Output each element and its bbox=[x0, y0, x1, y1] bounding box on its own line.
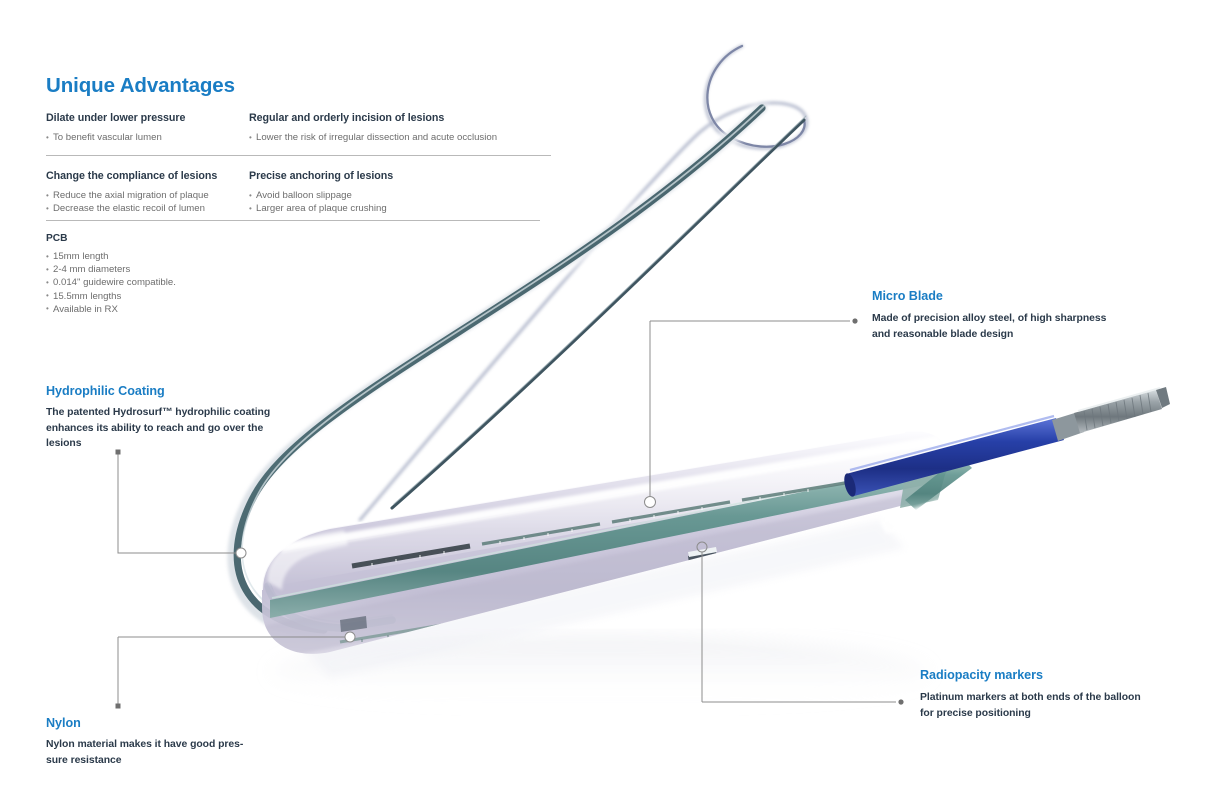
micro-blades-upper bbox=[351, 481, 846, 569]
advantage-heading: Dilate under lower pressure bbox=[46, 112, 186, 124]
advantage-item-1: Regular and orderly incision of lesions … bbox=[249, 112, 569, 144]
callout-body: Made of precision alloy steel, of high s… bbox=[872, 313, 1107, 340]
callout-hydrophilic-coating: Hydrophilic Coating The patented Hydrosu… bbox=[46, 384, 286, 452]
pcb-specs: PCB 15mm length 2-4 mm diameters 0.014" … bbox=[46, 233, 286, 316]
advantage-bullet: Reduce the axial migration of plaque bbox=[46, 188, 246, 202]
advantage-bullet: Avoid balloon slippage bbox=[249, 188, 569, 202]
micro-blade-ticks-upper bbox=[371, 489, 809, 566]
pcb-bullet: 15.5mm lengths bbox=[46, 289, 286, 303]
leader-micro-blade bbox=[644, 318, 858, 508]
callout-body: Nylon material makes it have good pres- … bbox=[46, 739, 244, 766]
callout-body: Platinum markers at both ends of the bal… bbox=[920, 692, 1141, 719]
advantage-bullet: Lower the risk of irregular dissection a… bbox=[249, 130, 569, 144]
micro-blade-ticks-lower bbox=[361, 587, 675, 642]
balloon bbox=[261, 431, 948, 654]
advantage-bullets: Avoid balloon slippage Larger area of pl… bbox=[249, 188, 569, 215]
advantage-item-3: Precise anchoring of lesions Avoid ballo… bbox=[249, 170, 569, 215]
pcb-heading: PCB bbox=[46, 233, 68, 244]
divider-2 bbox=[46, 220, 540, 221]
callout-nylon: Nylon Nylon material makes it have good … bbox=[46, 716, 296, 768]
advantage-item-2: Change the compliance of lesions Reduce … bbox=[46, 170, 246, 215]
micro-blades-lower bbox=[339, 580, 701, 644]
advantage-heading: Precise anchoring of lesions bbox=[249, 170, 394, 182]
leader-radiopacity bbox=[696, 541, 904, 705]
advantage-bullets: Lower the risk of irregular dissection a… bbox=[249, 130, 569, 144]
advantage-heading: Change the compliance of lesions bbox=[46, 170, 218, 182]
callout-title: Nylon bbox=[46, 716, 81, 730]
leader-nylon bbox=[115, 631, 356, 709]
pcb-bullet: 2-4 mm diameters bbox=[46, 263, 286, 276]
balloon-reflection bbox=[270, 520, 930, 708]
pcb-bullet: 15mm length bbox=[46, 249, 286, 263]
pcb-bullet: 0.014" guidewire compatible. bbox=[46, 276, 286, 289]
radiopaque-markers bbox=[340, 547, 718, 632]
advantage-bullets: Reduce the axial migration of plaque Dec… bbox=[46, 188, 246, 215]
proximal-assembly bbox=[844, 387, 1170, 534]
advantage-bullets: To benefit vascular lumen bbox=[46, 130, 246, 144]
leader-lines bbox=[115, 318, 904, 709]
callout-title: Hydrophilic Coating bbox=[46, 384, 165, 398]
advantage-heading: Regular and orderly incision of lesions bbox=[249, 112, 445, 124]
callout-title: Radiopacity markers bbox=[920, 668, 1043, 682]
advantage-bullet: Decrease the elastic recoil of lumen bbox=[46, 202, 246, 215]
callout-body: The patented Hydrosurf™ hydrophilic coat… bbox=[46, 407, 271, 449]
advantage-bullet: To benefit vascular lumen bbox=[46, 130, 246, 144]
advantage-bullet: Larger area of plaque crushing bbox=[249, 202, 569, 215]
pcb-bullets: 15mm length 2-4 mm diameters 0.014" guid… bbox=[46, 249, 286, 316]
advantage-item-0: Dilate under lower pressure To benefit v… bbox=[46, 112, 246, 144]
callout-title: Micro Blade bbox=[872, 289, 943, 303]
divider-1 bbox=[46, 155, 551, 156]
pcb-bullet: Available in RX bbox=[46, 302, 286, 316]
callout-radiopacity-markers: Radiopacity markers Platinum markers at … bbox=[920, 668, 1180, 721]
leader-hydrophilic bbox=[115, 449, 247, 559]
hypotube-coils bbox=[1083, 392, 1152, 431]
page-title: Unique Advantages bbox=[46, 74, 235, 97]
callout-micro-blade: Micro Blade Made of precision alloy stee… bbox=[872, 289, 1142, 342]
